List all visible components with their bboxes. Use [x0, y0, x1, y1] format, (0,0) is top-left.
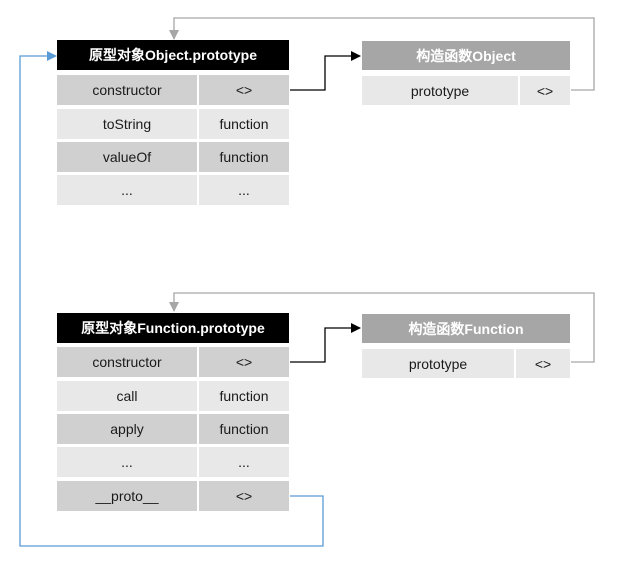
- object-prototype-key-ellipsis: ...: [57, 175, 197, 205]
- object-constructor-title: 构造函数Object: [362, 41, 570, 70]
- function-prototype-value-constructor: <>: [199, 347, 289, 377]
- object-prototype-key-valueof: valueOf: [57, 142, 197, 172]
- object-constructor-key-prototype: prototype: [362, 76, 518, 105]
- function-constructor-value-prototype: <>: [516, 349, 570, 378]
- function-constructor-title: 构造函数Function: [362, 314, 570, 343]
- object-constructor-value-prototype: <>: [520, 76, 570, 105]
- function-prototype-value-ellipsis: ...: [199, 447, 289, 477]
- object-prototype-value-tostring: function: [199, 109, 289, 139]
- function-prototype-value-apply: function: [199, 414, 289, 444]
- function-prototype-key-apply: apply: [57, 414, 197, 444]
- arrow-proto-to-object-prototype: [19, 51, 324, 547]
- function-prototype-value-proto: <>: [199, 481, 289, 511]
- arrow-constructor-to-object: [290, 51, 361, 91]
- object-prototype-title: 原型对象Object.prototype: [57, 40, 289, 70]
- function-prototype-value-call: function: [199, 381, 289, 411]
- object-prototype-value-ellipsis: ...: [199, 175, 289, 205]
- function-prototype-key-constructor: constructor: [57, 347, 197, 377]
- object-prototype-key-tostring: toString: [57, 109, 197, 139]
- arrow-constructor-to-function: [290, 323, 361, 363]
- function-prototype-key-call: call: [57, 381, 197, 411]
- function-prototype-key-proto: __proto__: [57, 481, 197, 511]
- object-prototype-value-valueof: function: [199, 142, 289, 172]
- object-prototype-key-constructor: constructor: [57, 75, 197, 105]
- function-prototype-key-ellipsis: ...: [57, 447, 197, 477]
- function-prototype-title: 原型对象Function.prototype: [57, 313, 289, 343]
- object-prototype-value-constructor: <>: [199, 75, 289, 105]
- arrow-function-prototype-loop: [169, 292, 595, 363]
- function-constructor-key-prototype: prototype: [362, 349, 514, 378]
- arrow-object-prototype-loop: [169, 17, 595, 91]
